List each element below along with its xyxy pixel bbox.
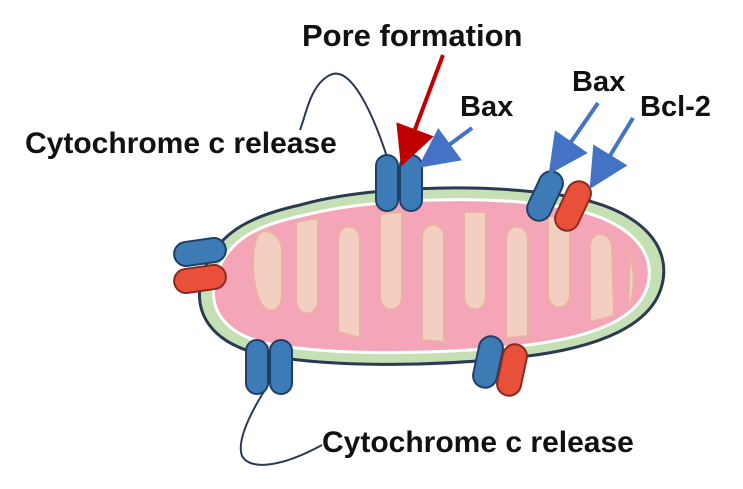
bax-label-left: Bax (460, 91, 514, 123)
bax-pore-bottom (245, 339, 293, 395)
cytochrome-release-label-bottom: Cytochrome c release (322, 426, 634, 459)
bax-bcl2-pair-left (173, 237, 227, 294)
pore-formation-arrow (396, 54, 445, 167)
bax-arrow-right (548, 101, 600, 175)
bax-bcl2-pair-top-right (526, 170, 592, 232)
bcl2-label: Bcl-2 (640, 91, 711, 123)
pore-formation-label: Pore formation (302, 18, 523, 53)
bax-label-right: Bax (572, 66, 626, 98)
bax-bcl2-pair-bottom-right (472, 335, 528, 397)
bax-arrow-left (417, 126, 474, 168)
cytochrome-release-label-top: Cytochrome c release (25, 127, 337, 160)
cytochrome-release-path-top (299, 72, 389, 161)
bcl2-arrow (589, 116, 635, 190)
cristae (252, 210, 635, 344)
cytochrome-release-path-bottom (239, 384, 323, 466)
